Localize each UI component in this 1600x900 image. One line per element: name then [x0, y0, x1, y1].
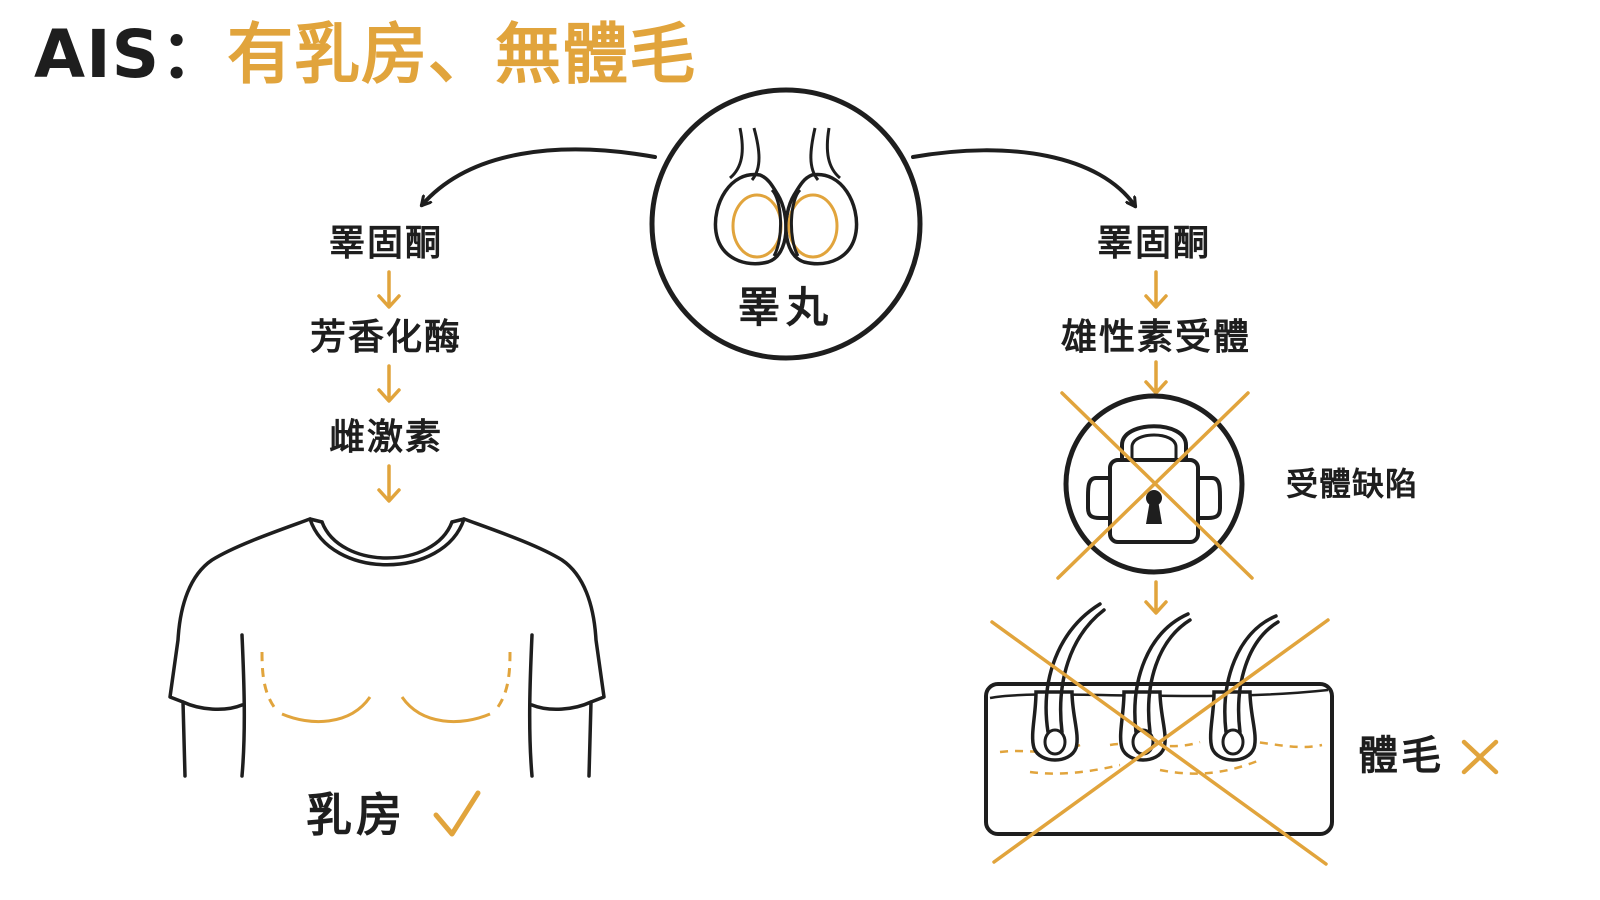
check-icon: [433, 790, 481, 837]
breast-result-label: 乳房: [306, 788, 406, 842]
testes-icon: [649, 87, 923, 361]
cross-icon: [1461, 739, 1499, 775]
lock-cross-mark: [1056, 391, 1254, 580]
title-prefix: AIS：: [34, 16, 228, 93]
curved-arrow-left: [422, 147, 657, 205]
left-down-arrows: [377, 270, 401, 503]
hair-follicle-skin-icon: [984, 602, 1334, 836]
breast-contour: [260, 651, 512, 724]
t-shirt-torso-icon: [168, 517, 606, 778]
curved-arrow-right: [911, 148, 1135, 206]
right-testosterone-label: 睪固酮: [1096, 223, 1212, 264]
right-down-arrows: [1144, 270, 1168, 615]
testes-label: 睪丸: [737, 283, 835, 332]
androgen-receptor-label: 雄性素受體: [1060, 317, 1252, 358]
receptor-defect-label: 受體缺陷: [1286, 465, 1419, 503]
aromatase-label: 芳香化酶: [309, 317, 463, 358]
estrogen-label: 雌激素: [328, 417, 444, 458]
title-highlight: 有乳房、無體毛: [227, 16, 697, 93]
page-title: AIS：有乳房、無體毛: [34, 22, 696, 88]
left-testosterone-label: 睪固酮: [328, 223, 444, 264]
hair-cross-mark: [990, 618, 1330, 866]
body-hair-result-label: 體毛: [1358, 733, 1444, 779]
